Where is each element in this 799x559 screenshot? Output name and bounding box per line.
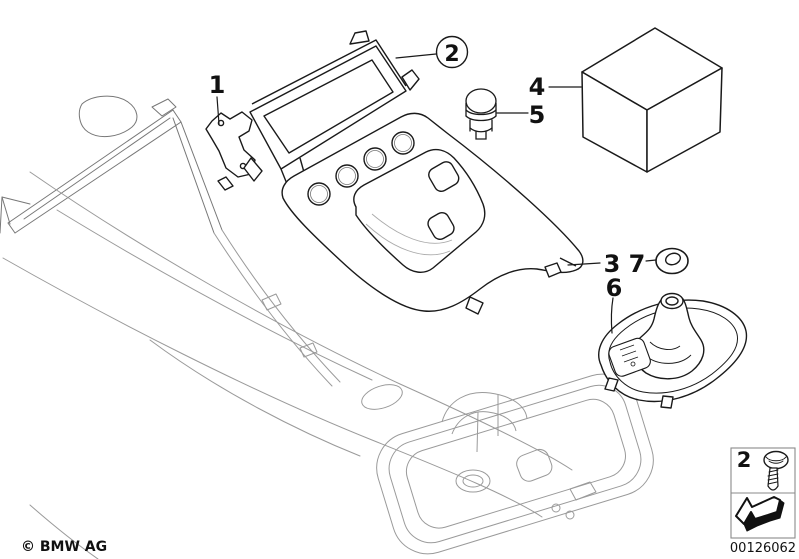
callout-7-washer: 7 bbox=[629, 250, 646, 278]
callout-4-parts-kit: 4 bbox=[529, 73, 546, 101]
callout-2-trim-panel: 2 bbox=[444, 42, 459, 67]
parts-kit-box bbox=[581, 27, 723, 173]
retaining-bracket bbox=[205, 111, 256, 191]
screw-icon bbox=[763, 450, 789, 491]
legend-item-number: 2 bbox=[737, 448, 752, 472]
washer bbox=[655, 247, 689, 275]
gearshift-boot-cover bbox=[598, 292, 748, 409]
callout-1-bracket: 1 bbox=[209, 71, 226, 99]
callout-6-shift-boot: 6 bbox=[606, 274, 623, 302]
leader-lines bbox=[216, 53, 657, 334]
image-number: 00126062 bbox=[729, 541, 797, 556]
legend-box: 2 bbox=[730, 447, 796, 539]
center-console-trim bbox=[281, 112, 584, 315]
callouts: 1 2 3 4 5 6 7 bbox=[209, 35, 646, 302]
callout-5-button: 5 bbox=[529, 101, 546, 129]
callout-3-console-trim: 3 bbox=[604, 250, 621, 278]
console-body bbox=[2, 171, 573, 559]
display-trim-panel bbox=[243, 30, 420, 200]
copyright-text: © BMW AG bbox=[21, 539, 108, 555]
armrest-lid bbox=[0, 95, 223, 234]
callout-2-circle bbox=[435, 35, 469, 69]
rear-console-tub bbox=[361, 373, 654, 555]
push-button bbox=[465, 88, 497, 140]
direction-arrow-icon bbox=[735, 496, 785, 532]
